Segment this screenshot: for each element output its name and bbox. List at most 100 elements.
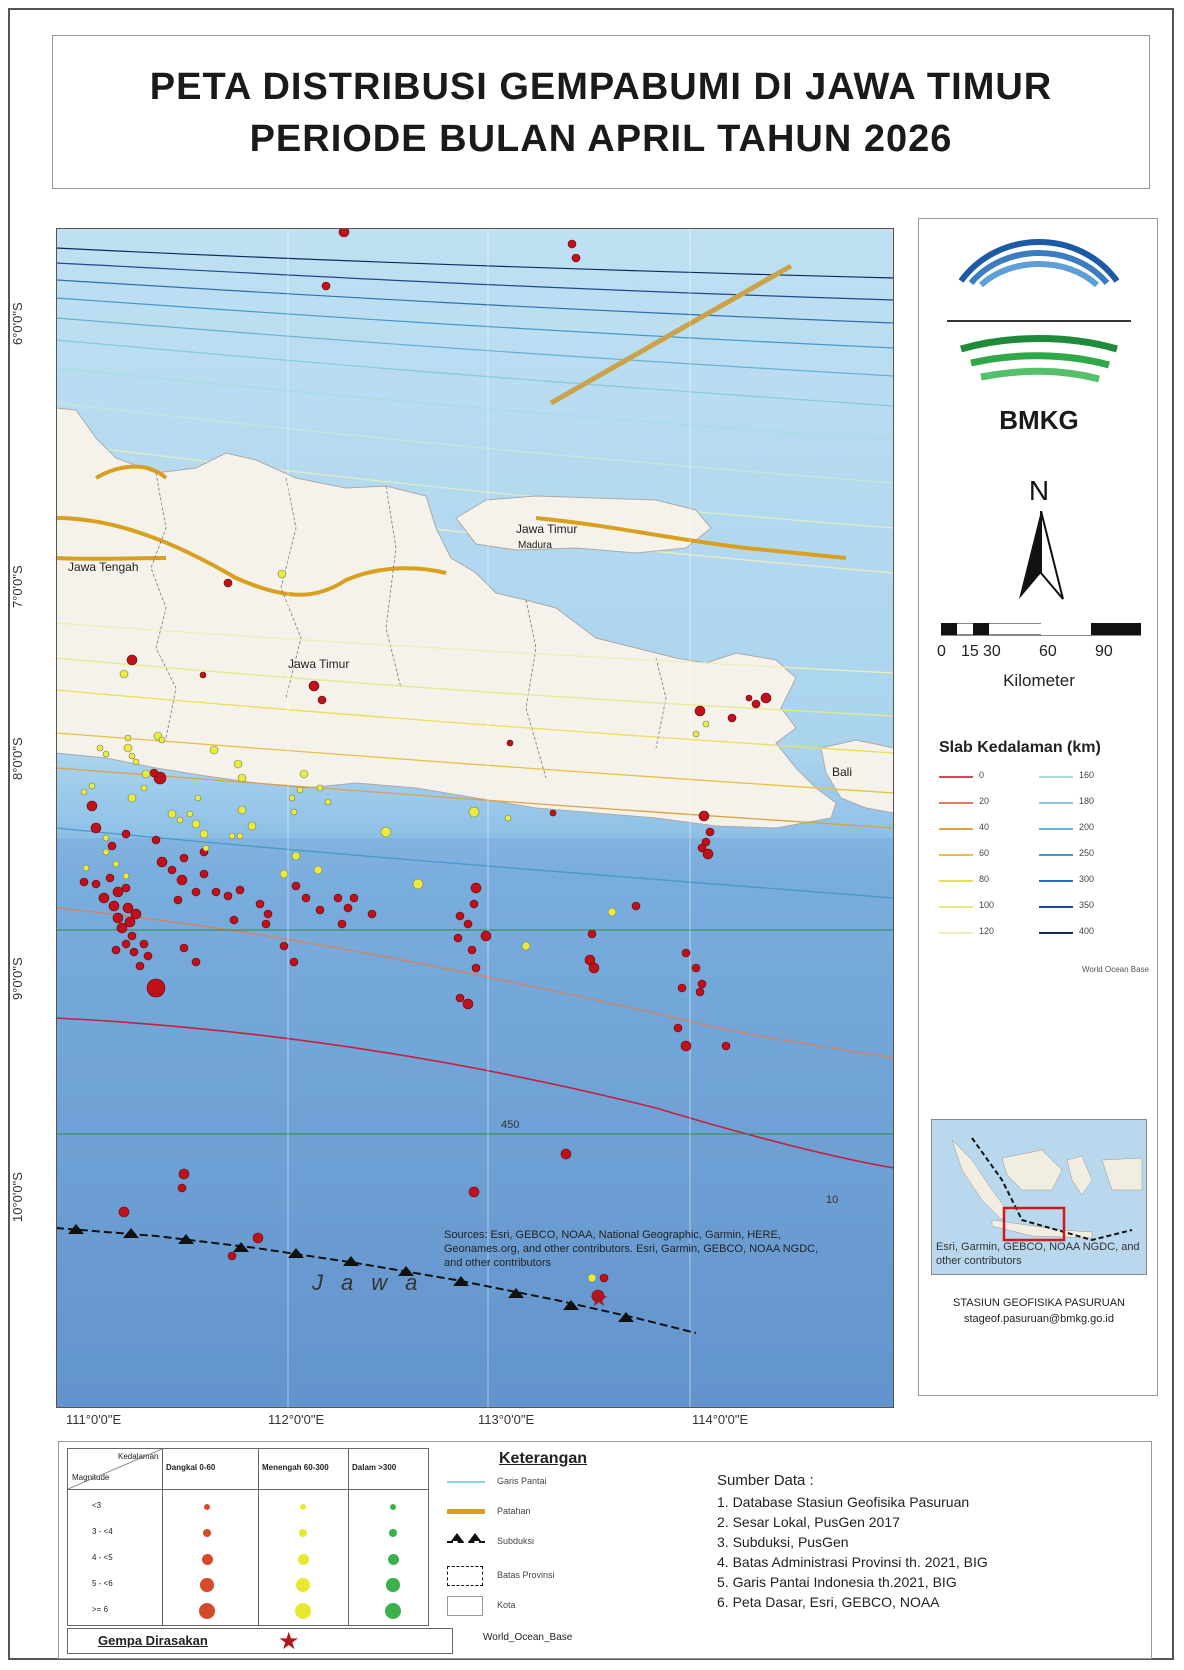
earthquake-event-marker	[158, 736, 166, 744]
earthquake-event-marker	[98, 892, 110, 904]
earthquake-event-marker	[151, 835, 161, 845]
slab-swatch-right	[1039, 828, 1073, 830]
earthquake-event-marker	[90, 822, 102, 834]
earthquake-event-marker	[127, 931, 137, 941]
earthquake-event-marker	[122, 872, 130, 880]
slab-value-right: 180	[1079, 796, 1095, 806]
keterangan-item: Garis Pantai	[439, 1476, 639, 1506]
earthquake-event-marker	[506, 739, 514, 747]
keterangan-symbol	[447, 1506, 493, 1516]
world-basemap-label: World Ocean Base	[1082, 965, 1149, 974]
earthquake-event-marker	[702, 720, 710, 728]
map-canvas: 450 Jawa Tengah Jawa Timur Jawa Timur Ma…	[56, 228, 894, 1408]
magnitude-symbol	[204, 1504, 210, 1510]
lon-gridlines	[287, 228, 691, 1408]
earthquake-event-marker	[237, 773, 247, 783]
slab-swatch-left	[939, 828, 973, 830]
map-attribution: Sources: Esri, GEBCO, NOAA, National Geo…	[444, 1229, 819, 1269]
earthquake-event-marker	[681, 948, 691, 958]
earthquake-event-marker	[191, 887, 201, 897]
lon-tick-111: 111°0'0"E	[66, 1412, 122, 1427]
earthquake-event-marker	[132, 758, 140, 766]
earthquake-event-marker	[176, 816, 184, 824]
slab-value-left: 80	[979, 874, 990, 884]
felt-earthquake-box: Gempa Dirasakan ★	[67, 1628, 453, 1655]
earthquake-event-marker	[80, 788, 88, 796]
sumber-title: Sumber Data :	[717, 1472, 814, 1489]
main-map[interactable]: 450 Jawa Tengah Jawa Timur Jawa Timur Ma…	[56, 228, 894, 1408]
earthquake-event-marker	[412, 878, 424, 890]
earthquake-event-marker	[235, 885, 245, 895]
felt-event-star-icon: ★	[589, 1286, 609, 1311]
table-row-label: 4 - <5	[92, 1553, 113, 1562]
earthquake-event-marker	[123, 743, 133, 753]
earthquake-event-marker	[607, 907, 617, 917]
inset-extent-box	[1002, 1206, 1066, 1242]
keterangan-item: Patahan	[439, 1506, 639, 1536]
slab-value-right: 200	[1079, 822, 1095, 832]
earthquake-event-marker	[338, 228, 350, 238]
table-corner-diagonal	[68, 1449, 163, 1489]
earthquake-event-marker	[697, 843, 707, 853]
earthquake-event-marker	[116, 922, 128, 934]
lon-tick-113: 113°0'0"E	[478, 1412, 535, 1427]
earthquake-event-marker	[587, 1273, 597, 1283]
earthquake-event-marker	[289, 957, 299, 967]
earthquake-event-marker	[631, 901, 641, 911]
earthquake-event-marker	[140, 784, 148, 792]
earthquake-event-marker	[102, 750, 110, 758]
earthquake-event-marker	[199, 671, 207, 679]
earthquake-event-marker	[107, 841, 117, 851]
earthquake-event-marker	[333, 893, 343, 903]
north-arrow-icon	[1019, 511, 1064, 600]
map-attribution-box: Sources: Esri, GEBCO, NOAA, National Geo…	[444, 1229, 819, 1269]
earthquake-event-marker	[680, 1040, 692, 1052]
keterangan-symbol	[447, 1566, 493, 1586]
sumber-item: 2. Sesar Lokal, PusGen 2017	[717, 1514, 900, 1530]
earthquake-event-marker	[177, 1183, 187, 1193]
side-panel: BMKG N 0 15 30 60 90 Kilometer Slab Keda…	[918, 218, 1158, 1396]
slab-value-left: 60	[979, 848, 990, 858]
magnitude-symbol	[300, 1504, 306, 1510]
earthquake-event-marker	[146, 978, 166, 998]
scale-15: 15	[961, 643, 979, 660]
basemap-label: World_Ocean_Base	[483, 1632, 573, 1643]
inset-map[interactable]: Esri, Garmin, GEBCO, NOAA NGDC, and othe…	[931, 1119, 1147, 1275]
scale-0: 0	[937, 643, 946, 660]
scale-60: 60	[1039, 643, 1057, 660]
earthquake-event-marker	[139, 939, 149, 949]
slab-value-right: 250	[1079, 848, 1095, 858]
earthquake-event-marker	[191, 957, 201, 967]
earthquake-event-marker	[119, 669, 129, 679]
earthquake-event-marker	[121, 939, 131, 949]
inset-credit: Esri, Garmin, GEBCO, NOAA NGDC, and othe…	[936, 1241, 1140, 1267]
earthquake-event-marker	[91, 879, 101, 889]
earthquake-event-marker	[112, 886, 124, 898]
earthquake-event-marker	[233, 759, 243, 769]
title-panel: PETA DISTRIBUSI GEMPABUMI DI JAWA TIMUR …	[52, 35, 1150, 189]
earthquake-event-marker	[349, 893, 359, 903]
earthquake-event-marker	[118, 1206, 130, 1218]
earthquake-event-marker	[470, 882, 482, 894]
earthquake-event-marker	[455, 911, 465, 921]
earthquake-event-marker	[179, 943, 189, 953]
earthquake-event-marker	[111, 945, 121, 955]
scale-bar	[941, 623, 1141, 636]
earthquake-event-marker	[223, 891, 233, 901]
earthquake-event-marker	[236, 832, 244, 840]
earthquake-event-marker	[308, 680, 320, 692]
slab-value-right: 160	[1079, 770, 1095, 780]
earthquake-event-marker	[697, 979, 707, 989]
earthquake-event-marker	[455, 993, 465, 1003]
magnitude-symbol	[201, 1553, 213, 1565]
table-row-label: 3 - <4	[92, 1527, 113, 1536]
label-java-trench: Jawa	[311, 1270, 435, 1295]
earthquake-event-marker	[469, 899, 479, 909]
slab-legend-title: Slab Kedalaman (km)	[939, 739, 1101, 756]
label-jawa-timur: Jawa Timur	[288, 657, 349, 671]
